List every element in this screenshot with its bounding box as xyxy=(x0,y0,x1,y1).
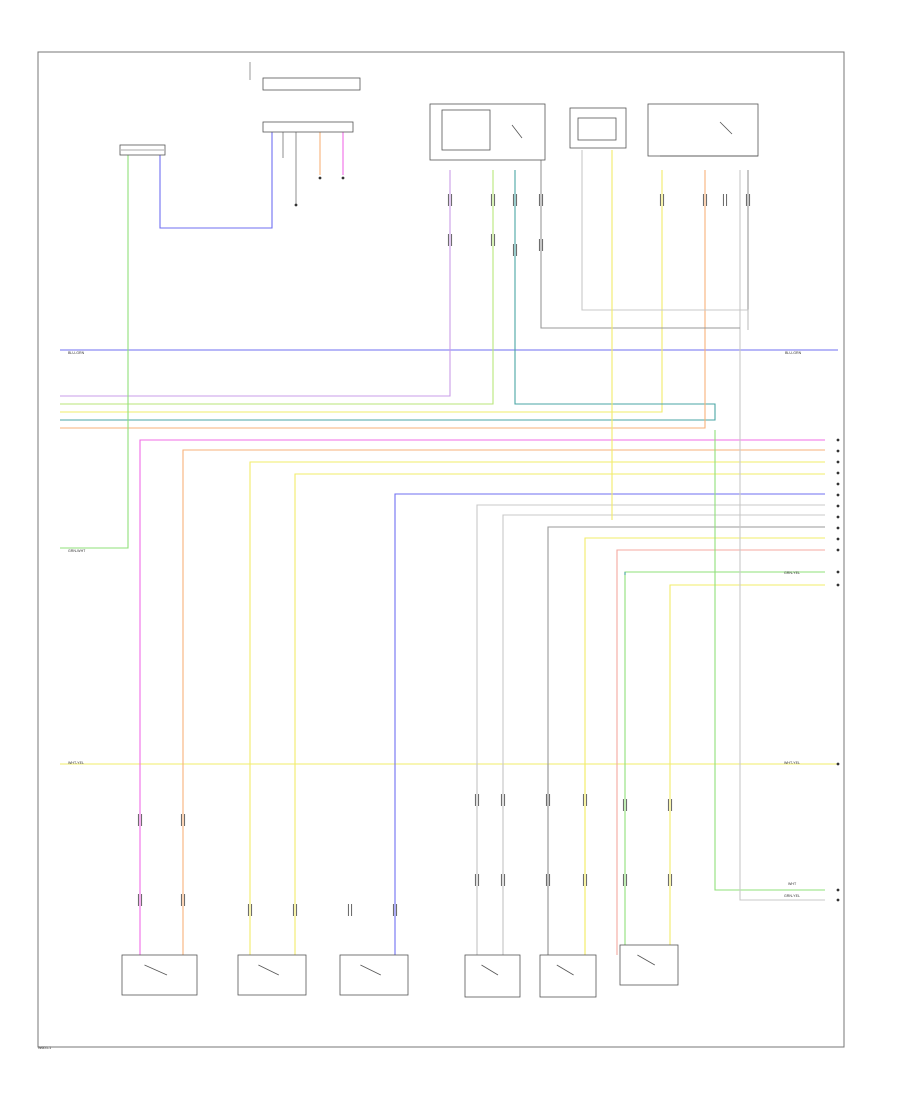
ground-point-1 xyxy=(294,203,298,207)
wire-label-blu-grn-right: BLU-GRN xyxy=(785,351,802,355)
clockspring-connector xyxy=(262,121,354,133)
right-pin-dot-539 xyxy=(836,537,840,541)
wire-label-wht-yel-right: WHT-YEL xyxy=(784,761,800,765)
wire-green-left-feed xyxy=(60,150,129,549)
wire-lightgrey-sw-feed xyxy=(581,150,749,330)
right-pin-dot-517 xyxy=(836,515,840,519)
ground-point-2 xyxy=(318,176,322,180)
bottom-component-1-switch xyxy=(258,964,279,976)
wire-label-wht-yel-left: WHT-YEL xyxy=(68,761,84,765)
right-pin-dot-890 xyxy=(836,888,840,892)
wire-yellow-to-rear-module xyxy=(60,170,663,413)
wire-wht-yel-right xyxy=(669,584,825,950)
right-pin-dot-473 xyxy=(836,471,840,475)
bottom-component-2 xyxy=(339,954,409,996)
bottom-component-4-switch xyxy=(556,964,574,976)
wire-right-bus-2 xyxy=(249,461,825,955)
bottom-component-4 xyxy=(539,954,597,998)
bottom-component-0-switch xyxy=(144,964,168,976)
wire-right-bus-7 xyxy=(547,526,825,955)
bottom-component-0 xyxy=(121,954,198,996)
wire-blue-loop-top xyxy=(159,130,273,229)
left-seat-module-switch xyxy=(511,124,523,139)
wire-teal-loop xyxy=(60,170,716,421)
diagram-id: W6D1-1 xyxy=(38,1046,51,1050)
bottom-component-1 xyxy=(237,954,307,996)
diagram-border xyxy=(37,51,845,1048)
wire-label-blu-grn-left: BLU-GRN xyxy=(68,351,85,355)
symbol-layer xyxy=(37,51,845,1048)
wire-layer xyxy=(60,130,838,955)
wire-grey-sw-feed xyxy=(540,160,740,329)
wire-right-bus-0 xyxy=(139,439,825,955)
right-pin-dot-440 xyxy=(836,438,840,442)
wire-lightgreen-to-seat-switch xyxy=(60,170,494,405)
wire-grey-bottom xyxy=(739,170,825,901)
rear-module-switch xyxy=(719,121,733,135)
bottom-component-3-switch xyxy=(481,964,499,976)
right-pin-dot-462 xyxy=(836,460,840,464)
wire-label-grn-wht: GRN-WHT xyxy=(68,549,86,553)
right-pin-dot-585 xyxy=(836,583,840,587)
right-pin-dot-495 xyxy=(836,493,840,497)
left-seat-module-inner xyxy=(441,109,491,151)
wire-label-wht: WHT xyxy=(788,882,797,886)
wire-right-bus-6 xyxy=(502,514,825,955)
wire-label-grn-yel: GRN-YEL xyxy=(784,571,800,575)
bottom-component-2-switch xyxy=(360,964,381,976)
wire-right-bus-4 xyxy=(394,493,825,955)
rear-seat-relay-inner xyxy=(577,117,617,141)
right-pin-dot-764 xyxy=(836,762,840,766)
right-pin-dot-550 xyxy=(836,548,840,552)
right-pin-dot-572 xyxy=(836,570,840,574)
right-pin-dot-484 xyxy=(836,482,840,486)
wire-right-bus-9 xyxy=(616,549,825,955)
bottom-component-5 xyxy=(619,944,679,986)
wire-orange-to-rear-switch xyxy=(60,170,706,429)
right-pin-dot-506 xyxy=(836,504,840,508)
wire-right-bus-8 xyxy=(584,537,825,955)
ground-point-3 xyxy=(341,176,345,180)
wire-label-grn-yel-bottom: GRN-YEL xyxy=(784,894,800,898)
wire-violet-to-seat-module-left xyxy=(60,170,451,397)
bottom-component-3 xyxy=(464,954,521,998)
wire-right-bus-3 xyxy=(294,473,825,955)
rear-module xyxy=(647,103,759,157)
bottom-component-5-switch xyxy=(637,954,655,966)
wire-right-bus-1 xyxy=(182,449,825,955)
clockspring-label-box xyxy=(262,77,361,91)
right-pin-dot-451 xyxy=(836,449,840,453)
wire-green-bottom xyxy=(714,430,825,891)
right-pin-dot-528 xyxy=(836,526,840,530)
right-pin-dot-900 xyxy=(836,898,840,902)
